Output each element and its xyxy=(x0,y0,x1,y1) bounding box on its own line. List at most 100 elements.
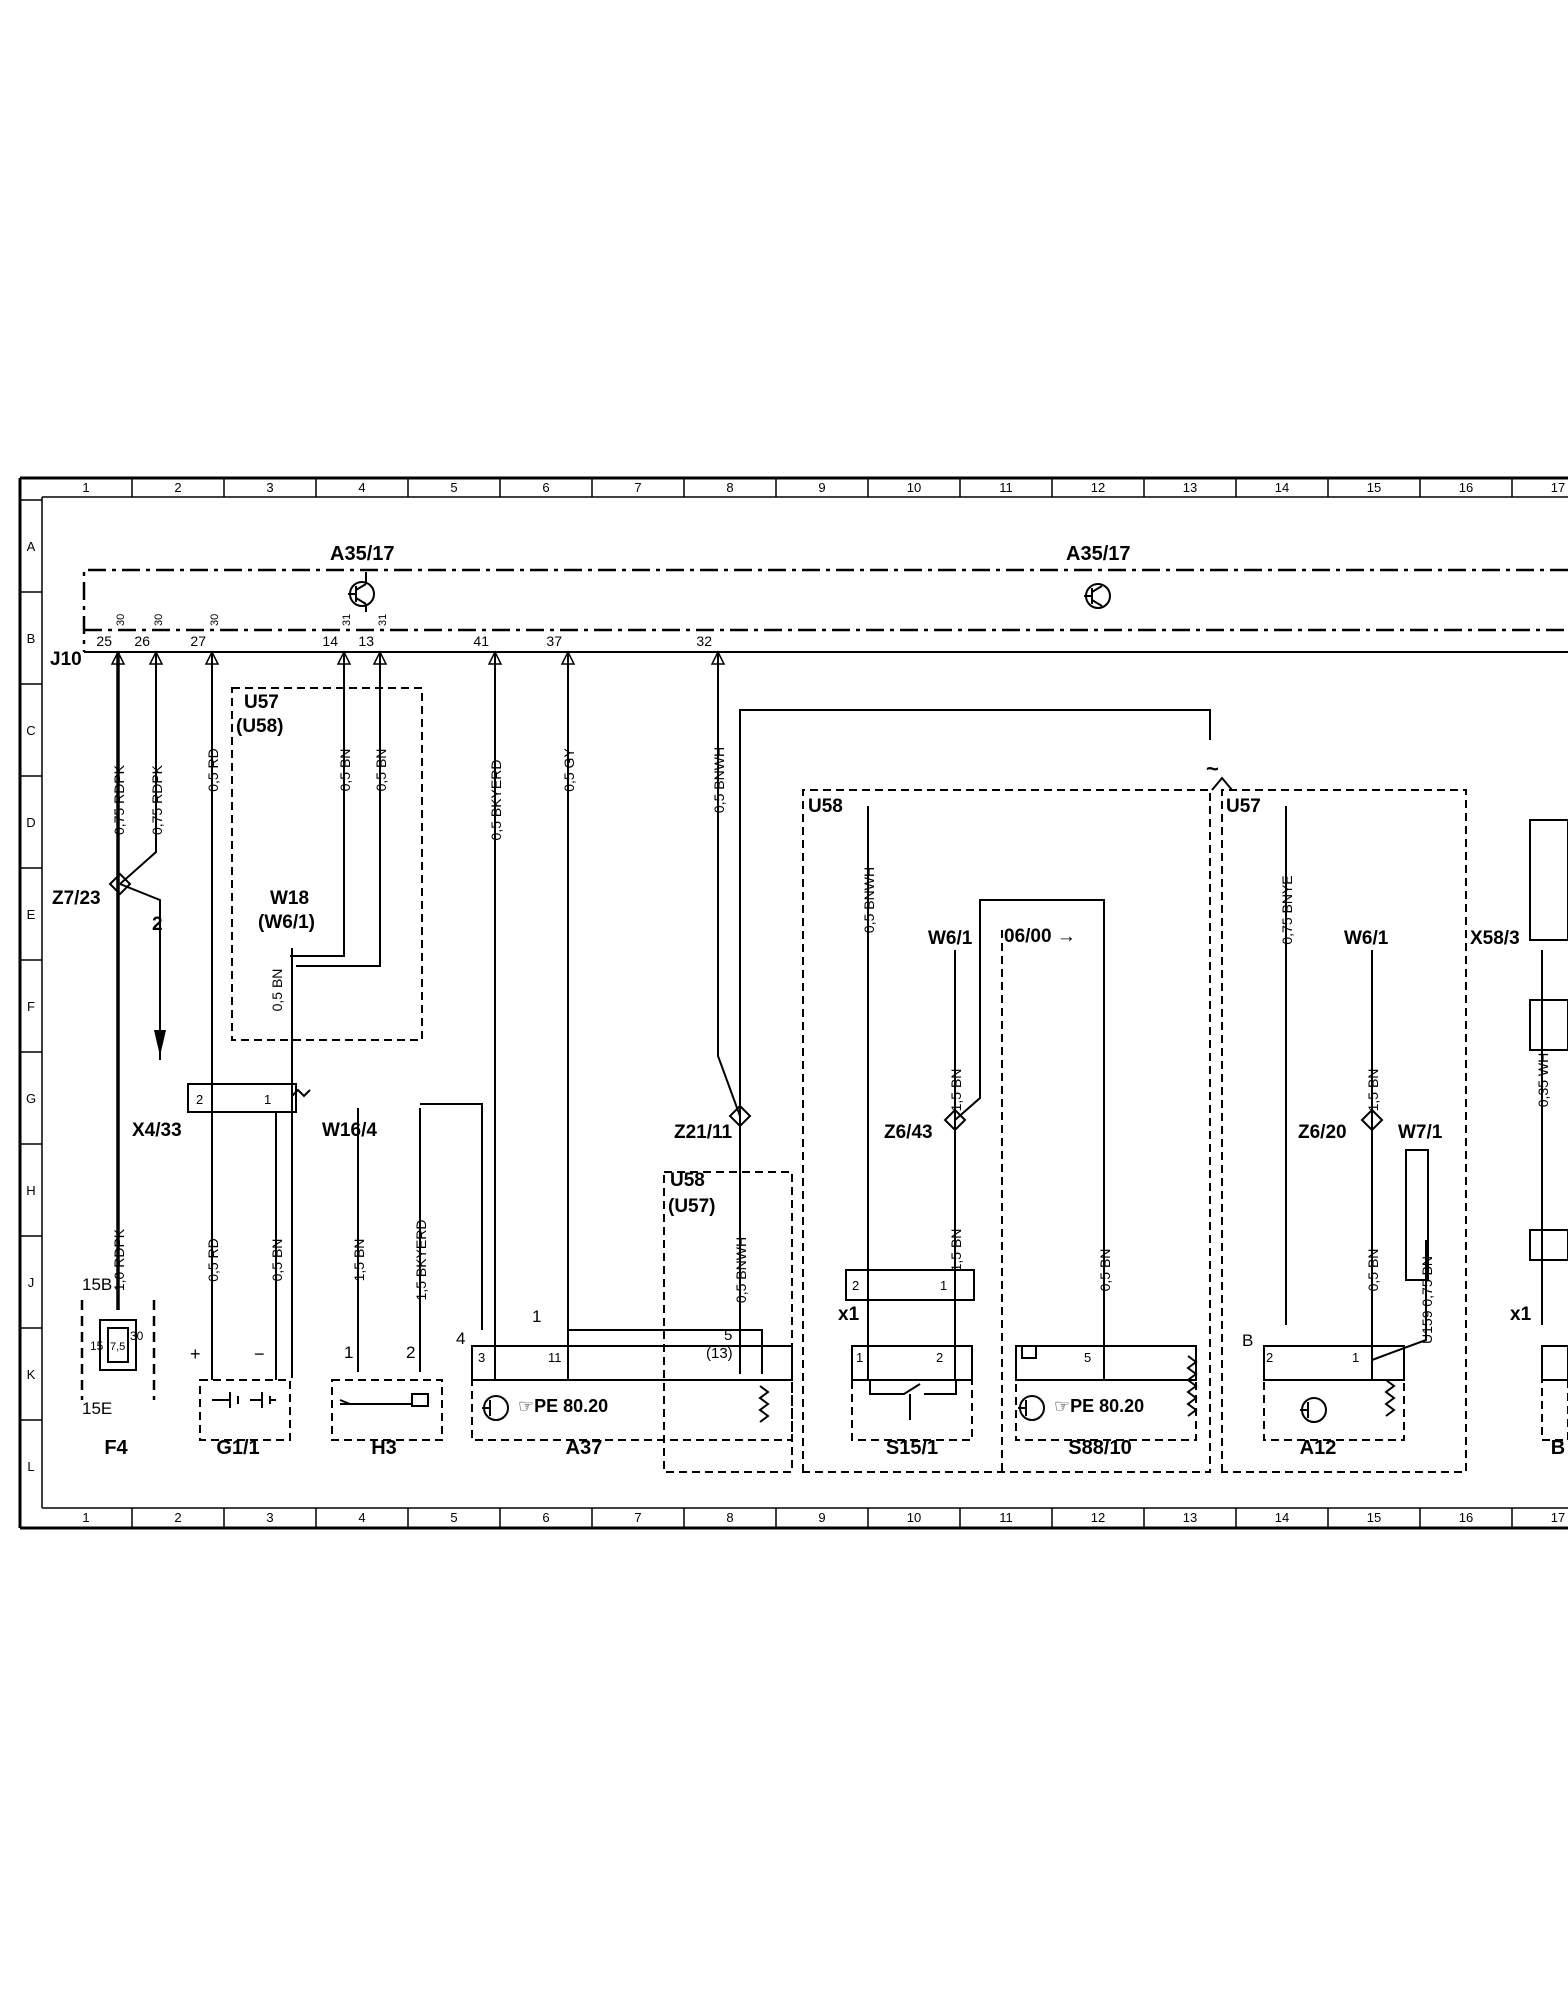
connector-pin: 25 xyxy=(96,633,112,649)
wire-label: 0,5 BN xyxy=(373,749,389,792)
wire-label: 1,5 BKYERD xyxy=(413,1220,429,1301)
fuse-rating: 7,5 xyxy=(110,1341,125,1353)
wire-label: 0,5 BNWH xyxy=(861,867,877,933)
component-ref: W6/1 xyxy=(1344,928,1389,949)
component-label: A37 xyxy=(566,1437,603,1459)
pin-number: 1 xyxy=(1352,1350,1359,1365)
grid-row-label: L xyxy=(27,1459,34,1474)
component-label: B xyxy=(1551,1437,1565,1459)
wire-label: 0,75 RDPK xyxy=(111,764,127,835)
wire-label: 0,5 RD xyxy=(205,748,221,792)
pin-number: 1 xyxy=(264,1092,271,1107)
grid-column-label: 15 xyxy=(1367,1510,1381,1525)
grid-column-label: 16 xyxy=(1459,1510,1473,1525)
resistor-symbols xyxy=(291,1088,1396,1423)
polarity-plus: + xyxy=(190,1344,201,1364)
wire-label: 0,5 BN xyxy=(337,749,353,792)
connector-ref: x1 xyxy=(838,1304,860,1325)
diagram-frame xyxy=(18,476,1568,1530)
pin-number: 1 xyxy=(856,1350,863,1365)
component-label: S88/10 xyxy=(1068,1437,1131,1459)
page-reference: ☞PE 80.20 xyxy=(518,1396,608,1416)
grid-row-label: H xyxy=(26,1183,35,1198)
connector-top-pin: 31 xyxy=(341,614,353,626)
connector-strips xyxy=(187,819,1568,1381)
wire-label: 1,5 BN xyxy=(948,1229,964,1272)
pin-number: 4 xyxy=(456,1329,465,1348)
grid-column-label: 17 xyxy=(1551,1510,1565,1525)
wires xyxy=(116,652,1543,1380)
transistor-icon xyxy=(1084,583,1111,609)
fuse-terminal: 30 xyxy=(130,1329,144,1343)
connector-pin: 27 xyxy=(190,633,206,649)
wire-label: 0,5 BN xyxy=(1365,1249,1381,1292)
pin-number: 2 xyxy=(1266,1350,1273,1365)
component-ref: W6/1 xyxy=(928,928,973,949)
arrow-label: 2 xyxy=(152,914,163,935)
grid-row-label: D xyxy=(26,815,35,830)
component-ref: W16/4 xyxy=(322,1120,377,1141)
grid-column-label: 9 xyxy=(818,480,825,495)
transistor-icon xyxy=(348,572,375,612)
wire-label: U159 0,75 BN xyxy=(1419,1256,1435,1344)
wire-label: 0,5 BN xyxy=(269,969,285,1012)
component-ref: W18 xyxy=(270,888,309,909)
break-mark: ~ xyxy=(1206,756,1219,781)
box-label: (U58) xyxy=(236,716,284,737)
grid-row-label: B xyxy=(27,631,36,646)
pin-number: 1 xyxy=(532,1307,541,1326)
grid-column-label: 8 xyxy=(726,1510,733,1525)
grid-column-label: 6 xyxy=(542,1510,549,1525)
polarity-minus: − xyxy=(254,1344,265,1364)
grid-column-label: 8 xyxy=(726,480,733,495)
splice-label: Z6/20 xyxy=(1298,1122,1347,1143)
component-label: F4 xyxy=(104,1437,128,1459)
grid-row-label: G xyxy=(26,1091,36,1106)
component-ref: W7/1 xyxy=(1398,1122,1443,1143)
connector-top-pin: 30 xyxy=(209,614,221,626)
grid-column-label: 5 xyxy=(450,480,457,495)
splice-label: Z21/11 xyxy=(674,1122,733,1143)
grid-column-label: 13 xyxy=(1183,1510,1197,1525)
wire-label: 1,0 RDPK xyxy=(111,1228,127,1291)
grid-row-label: C xyxy=(26,723,35,738)
connector-ref: X4/33 xyxy=(132,1120,182,1141)
wire-label: 0,5 BNWH xyxy=(711,747,727,813)
box-label: U57 xyxy=(244,692,279,713)
grid-row-label: E xyxy=(27,907,36,922)
component-label: A12 xyxy=(1300,1437,1337,1459)
pin-number: (13) xyxy=(706,1345,733,1362)
connector-top-pin: 30 xyxy=(153,614,165,626)
wire-label: 0,5 BN xyxy=(269,1239,285,1282)
grid-column-label: 3 xyxy=(266,480,273,495)
pin-number: 11 xyxy=(548,1350,562,1365)
connector-pin: 14 xyxy=(322,633,338,649)
sensor-icon xyxy=(1018,1395,1045,1421)
pin-number: 2 xyxy=(406,1343,415,1362)
fuse-symbol xyxy=(80,1300,156,1400)
connector-top-pin: 31 xyxy=(377,614,389,626)
component-label: H3 xyxy=(371,1437,397,1459)
grid-column-label: 15 xyxy=(1367,480,1381,495)
pin-number: 5 xyxy=(724,1327,732,1344)
grid-column-label: 14 xyxy=(1275,480,1289,495)
component-ref: (W6/1) xyxy=(258,912,315,933)
grid-column-label: 1 xyxy=(82,1510,89,1525)
grid-column-label: 5 xyxy=(450,1510,457,1525)
grid-column-label: 3 xyxy=(266,1510,273,1525)
connector-ref: x1 xyxy=(1510,1304,1532,1325)
grid-column-label: 2 xyxy=(174,1510,181,1525)
sensor-icon xyxy=(482,1395,509,1421)
grid-row-label: A xyxy=(27,539,36,554)
sensor-icon xyxy=(1300,1397,1327,1423)
connector-pin: 41 xyxy=(473,633,489,649)
page-reference: ☞PE 80.20 xyxy=(1054,1396,1144,1416)
grid-column-label: 7 xyxy=(634,1510,641,1525)
fuse-terminal: 15B xyxy=(82,1275,112,1294)
wire-label: 0,5 BNWH xyxy=(733,1237,749,1303)
grid-column-label: 17 xyxy=(1551,480,1565,495)
